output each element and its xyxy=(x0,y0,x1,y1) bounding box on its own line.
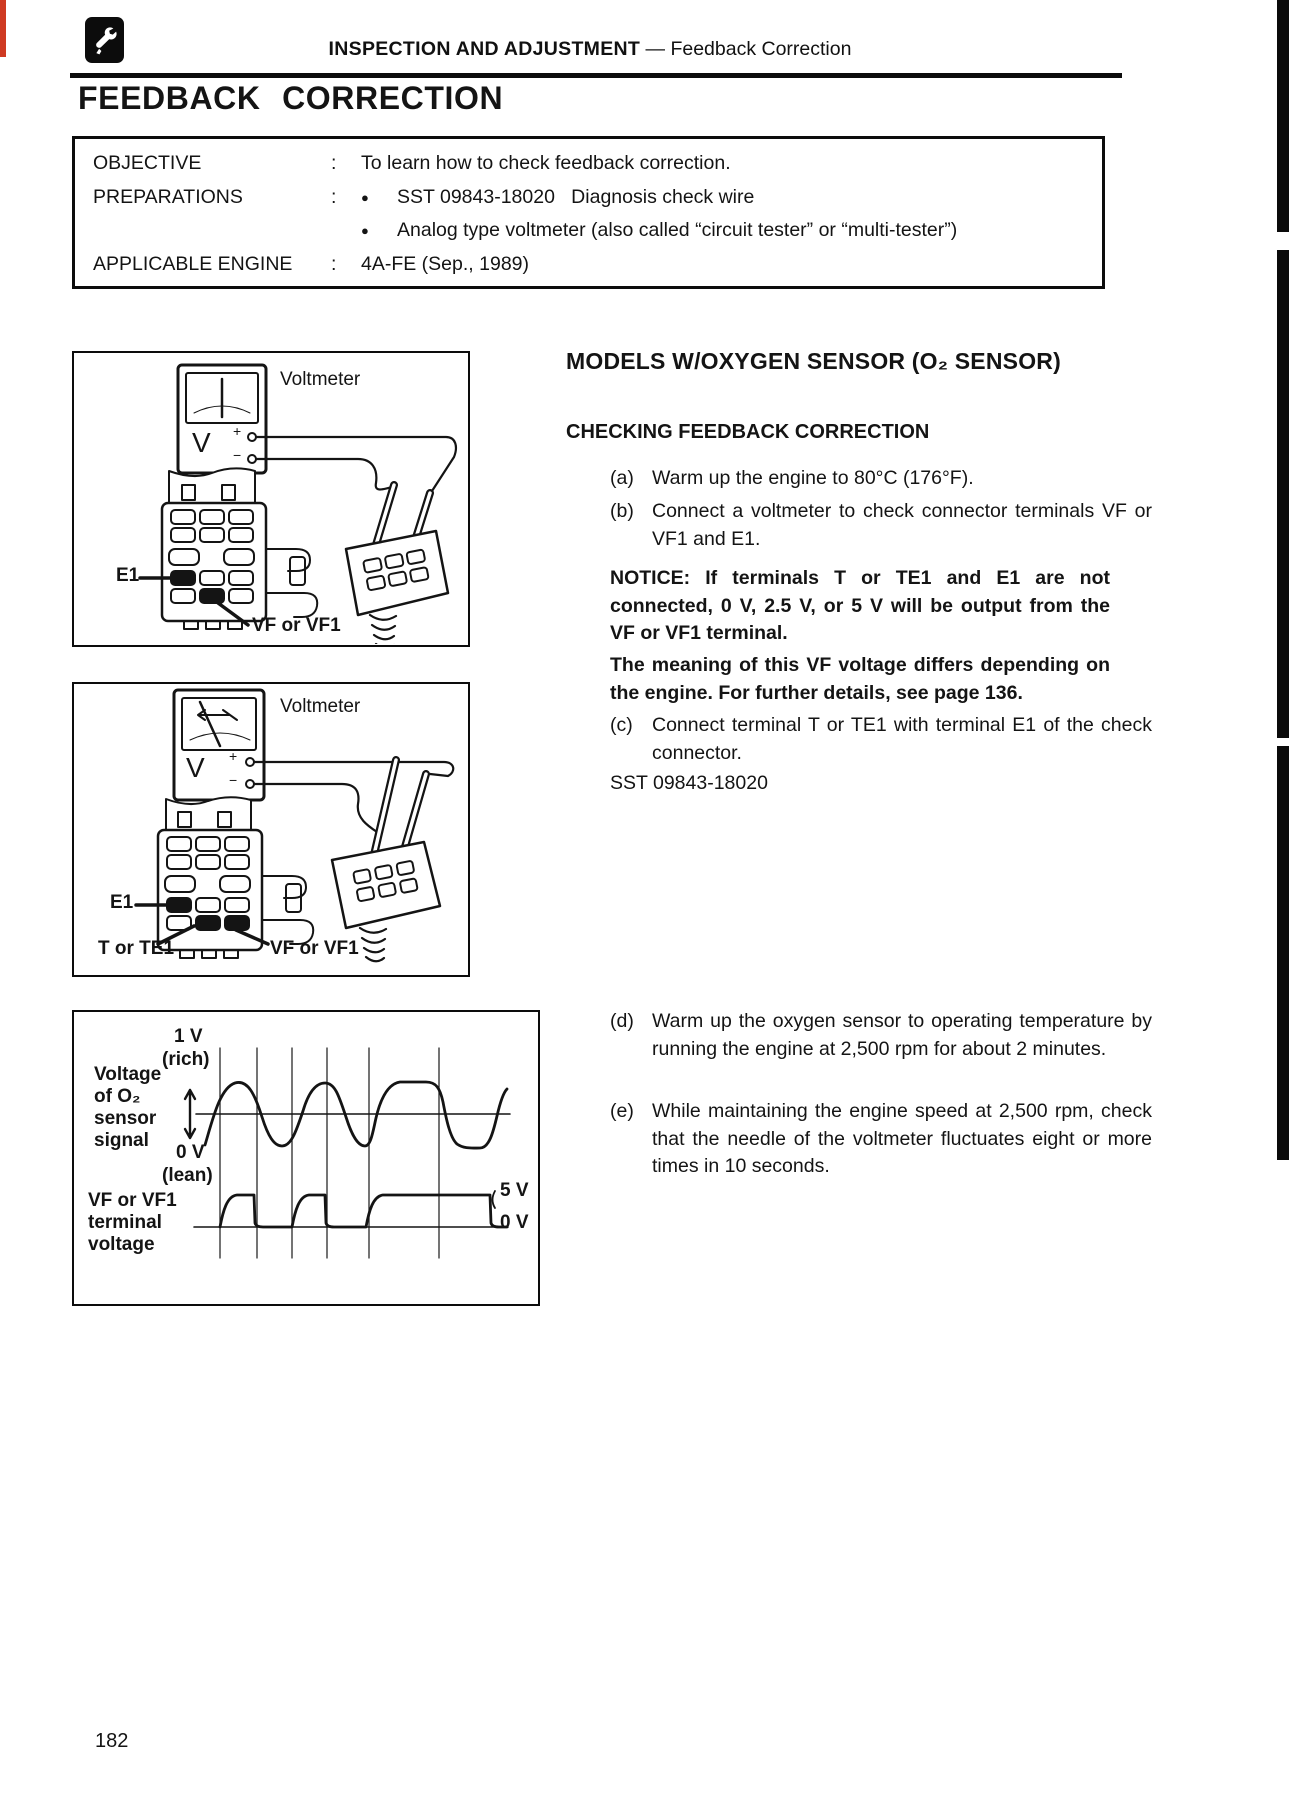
rich-label: (rich) xyxy=(162,1049,210,1070)
header-rule xyxy=(70,73,1122,78)
applicable-engine-row: APPLICABLE ENGINE : 4A-FE (Sep., 1989) xyxy=(93,248,1102,282)
preparations-label: PREPARATIONS xyxy=(93,185,243,208)
minus-terminal: − xyxy=(233,447,242,463)
step-text: Connect terminal T or TE1 with terminal … xyxy=(652,714,1152,764)
step-a: (a) Warm up the engine to 80°C (176°F). xyxy=(610,465,1152,493)
figure3-drawing xyxy=(183,1047,511,1259)
figure2-drawing xyxy=(134,688,455,963)
step-text: Warm up the engine to 80°C (176°F). xyxy=(652,467,974,489)
figure-waveform-chart: 1 V (rich) Voltage of O₂ sensor signal 0… xyxy=(72,1010,540,1306)
objective-value: To learn how to check feedback correctio… xyxy=(361,152,731,174)
o2-signal-axis-label: Voltage of O₂ sensor signal xyxy=(94,1064,162,1151)
objective-row: OBJECTIVE : To learn how to check feedba… xyxy=(93,147,1102,181)
page-title: FEEDBACK CORRECTION xyxy=(78,80,504,116)
terminal-t-label: T or TE1 xyxy=(98,938,175,959)
step-text: Connect a voltmeter to check connector t… xyxy=(652,500,1152,550)
colon: : xyxy=(331,185,337,208)
lean-voltage-label: 0 V xyxy=(176,1142,205,1163)
sst-number: SST 09843-18020 xyxy=(610,772,768,794)
step-text: While maintaining the engine speed at 2,… xyxy=(652,1100,1152,1177)
step-c: (c) Connect terminal T or TE1 with termin… xyxy=(610,712,1152,767)
preparations-row: PREPARATIONS : ● SST 09843-18020 Diagnos… xyxy=(93,181,1102,215)
colon: : xyxy=(331,152,337,174)
section-title: — Feedback Correction xyxy=(640,38,852,60)
bullet-icon: ● xyxy=(361,223,369,238)
section-heading: MODELS W/OXYGEN SENSOR (O₂ SENSOR) xyxy=(566,348,1061,374)
notice-paragraph: NOTICE: If terminals T or TE1 and E1 are… xyxy=(610,567,1110,644)
vf-terminal-axis-label: VF or VF1 terminal voltage xyxy=(88,1190,177,1255)
figure1-drawing xyxy=(138,363,457,644)
wrench-tools-icon xyxy=(85,17,124,63)
spacer xyxy=(331,214,361,248)
engine-value: 4A-FE (Sep., 1989) xyxy=(361,252,529,275)
volt-symbol: V xyxy=(192,427,211,458)
chapter-title: INSPECTION AND ADJUSTMENT xyxy=(328,38,641,60)
preparation-item: Analog type voltmeter (also called “circ… xyxy=(397,219,958,241)
preparations-row-2: ● Analog type voltmeter (also called “ci… xyxy=(93,214,1102,248)
wrench-glyph xyxy=(95,27,117,55)
voltmeter-label: Voltmeter xyxy=(280,369,361,390)
step-label: (a) xyxy=(610,467,634,489)
bullet-icon: ● xyxy=(361,189,369,205)
note-paragraph: The meaning of this VF voltage differs d… xyxy=(610,654,1110,704)
step-label: (e) xyxy=(610,1100,634,1122)
volt-symbol: V xyxy=(186,752,205,783)
breadcrumb: INSPECTION AND ADJUSTMENT — Feedback Cor… xyxy=(80,38,1100,61)
terminal-e1-label: E1 xyxy=(110,892,134,913)
spacer xyxy=(93,214,331,248)
figure-sst-connection: Voltmeter V + − E1 T or TE1 VF or VF1 xyxy=(72,682,470,977)
preparation-item: SST 09843-18020 Diagnosis check wire xyxy=(397,185,755,208)
terminal-e1-label: E1 xyxy=(116,565,140,586)
plus-terminal: + xyxy=(233,423,242,439)
zero-volt-label: 0 V xyxy=(500,1212,529,1233)
step-d: (d) Warm up the oxygen sensor to operatin… xyxy=(610,1008,1152,1063)
objective-box: OBJECTIVE : To learn how to check feedba… xyxy=(72,136,1105,289)
step-label: (d) xyxy=(610,1010,634,1032)
step-b: (b) Connect a voltmeter to check connecto… xyxy=(610,498,1152,553)
binding-edge-bar xyxy=(1277,0,1289,232)
five-volt-label: 5 V xyxy=(500,1180,529,1201)
lean-label: (lean) xyxy=(162,1165,213,1186)
plus-terminal: + xyxy=(229,748,238,764)
subsection-heading: CHECKING FEEDBACK CORRECTION xyxy=(566,421,930,443)
figure-voltmeter-connection: Voltmeter V + − E1 VF or VF1 xyxy=(72,351,470,647)
scan-edge-red-mark xyxy=(0,0,6,57)
step-label: (c) xyxy=(610,714,633,736)
step-text: Warm up the oxygen sensor to operating t… xyxy=(652,1010,1152,1060)
rich-voltage-label: 1 V xyxy=(174,1026,203,1047)
step-e: (e) While maintaining the engine speed at… xyxy=(610,1098,1152,1181)
binding-edge-bar xyxy=(1277,250,1289,738)
terminal-vf-label: VF or VF1 xyxy=(270,938,359,959)
voltmeter-label: Voltmeter xyxy=(280,696,361,717)
colon: : xyxy=(331,252,337,275)
page-number: 182 xyxy=(95,1730,129,1752)
engine-label: APPLICABLE ENGINE xyxy=(93,252,293,275)
minus-terminal: − xyxy=(229,772,238,788)
terminal-vf-label: VF or VF1 xyxy=(252,615,341,636)
binding-edge-bar xyxy=(1277,746,1289,1160)
step-label: (b) xyxy=(610,500,634,522)
objective-label: OBJECTIVE xyxy=(93,152,202,174)
